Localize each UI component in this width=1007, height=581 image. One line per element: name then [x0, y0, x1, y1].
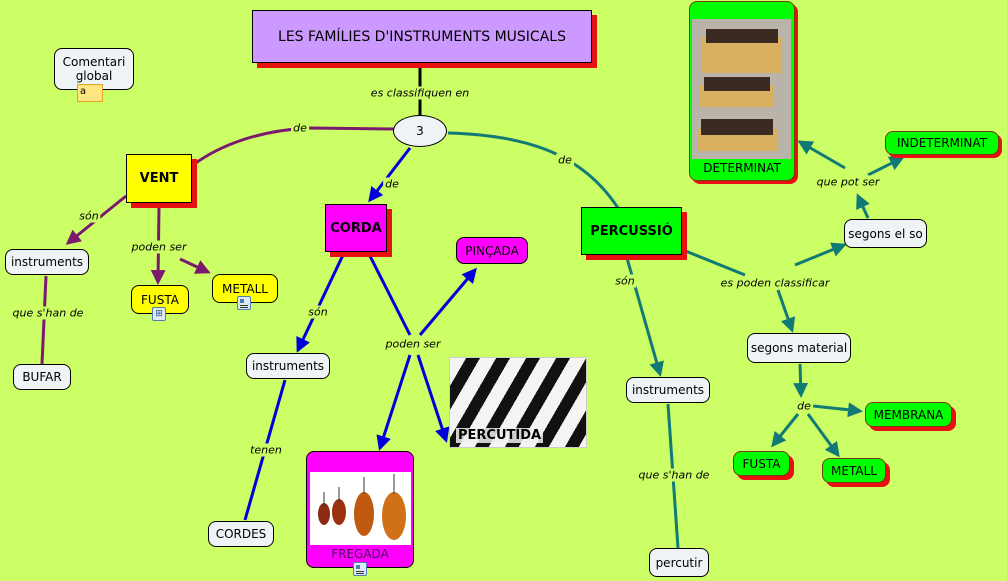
- link-label-corda-poden: poden ser: [383, 337, 443, 351]
- concept-pincada[interactable]: PINÇADA: [456, 237, 528, 264]
- concept-label: segons material: [750, 341, 848, 355]
- link-label-perc-son: són: [613, 274, 637, 288]
- concept-perc-instruments[interactable]: instruments: [626, 377, 710, 403]
- concept-percussio-label: PERCUSSIÓ: [590, 223, 673, 239]
- concept-label: BUFAR: [22, 370, 62, 384]
- link-corda-instruments: [296, 254, 345, 353]
- link-classificar-material: [776, 289, 796, 333]
- hub-label: 3: [416, 124, 424, 138]
- concept-corda-label: CORDA: [330, 220, 382, 236]
- link-perc-classificar: [682, 248, 746, 277]
- link-label-perc-quepot: que pot ser: [814, 175, 882, 189]
- link-label-corda-tenen: tenen: [248, 443, 284, 457]
- concept-map-icon[interactable]: ⊞: [152, 307, 166, 321]
- document-icon[interactable]: [353, 562, 367, 576]
- concept-perc-fusta[interactable]: FUSTA: [733, 451, 790, 476]
- map-title[interactable]: LES FAMÍLIES D'INSTRUMENTS MUSICALS: [252, 10, 592, 63]
- string-instruments-image: [310, 472, 411, 545]
- map-title-text: LES FAMÍLIES D'INSTRUMENTS MUSICALS: [278, 28, 566, 45]
- link-soso-quepot: [856, 193, 870, 219]
- concept-membrana[interactable]: MEMBRANA: [865, 402, 952, 427]
- link-de-membrana: [812, 402, 863, 418]
- concept-corda[interactable]: CORDA: [325, 204, 387, 252]
- link-corda-poden: [368, 255, 412, 336]
- link-de-fusta: [771, 413, 800, 448]
- document-icon[interactable]: [237, 296, 251, 310]
- concept-percussio[interactable]: PERCUSSIÓ: [581, 207, 682, 255]
- note-icon-letter: a: [80, 86, 87, 97]
- concept-perc-metall[interactable]: METALL: [822, 458, 886, 483]
- concept-cordes[interactable]: CORDES: [208, 521, 274, 547]
- violin-family-icons: [318, 474, 406, 540]
- concept-fregada-label: FREGADA: [331, 547, 389, 561]
- link-label-vent-son: són: [77, 209, 101, 223]
- concept-percutida-label: PERCUTIDA: [456, 428, 544, 443]
- concept-label: percutir: [655, 555, 703, 570]
- hub-node[interactable]: 3: [393, 115, 447, 147]
- comment-label: Comentari global: [62, 55, 126, 83]
- concept-bufar[interactable]: BUFAR: [13, 364, 71, 390]
- link-poden-pincada: [418, 267, 477, 336]
- concept-label: FUSTA: [742, 456, 781, 471]
- concept-label: MEMBRANA: [873, 407, 944, 422]
- link-vent-metall: [179, 257, 211, 274]
- link-quepot-determinat: [797, 140, 846, 170]
- concept-label: METALL: [222, 281, 268, 296]
- link-hub-corda: [368, 147, 412, 203]
- concept-label: PINÇADA: [465, 243, 519, 258]
- link-poden-percutida: [416, 354, 450, 443]
- concept-label: segons el so: [848, 226, 923, 241]
- concept-vent-metall[interactable]: METALL: [212, 274, 278, 303]
- concept-label: FUSTA: [141, 292, 179, 307]
- piano-keys-image[interactable]: PERCUTIDA: [449, 357, 587, 448]
- link-label-es-classifiquen: es classifiquen en: [368, 86, 472, 100]
- link-label-vent-shan: que s'han de: [10, 306, 86, 320]
- link-label-corda-son: són: [306, 305, 330, 319]
- link-label-de-vent: de: [291, 121, 309, 135]
- concept-label: instruments: [631, 383, 705, 397]
- concept-label: instruments: [10, 255, 84, 269]
- concept-segons-material[interactable]: segons material: [747, 333, 851, 363]
- concept-vent[interactable]: VENT: [126, 154, 192, 203]
- concept-vent-instruments[interactable]: instruments: [5, 249, 89, 275]
- concept-determinat-label: DETERMINAT: [703, 161, 781, 175]
- xylophones-image: [692, 19, 791, 159]
- link-instr-bufar: [40, 275, 48, 365]
- link-hub-percussio: [447, 131, 620, 209]
- link-quepot-indeterminat: [867, 156, 905, 177]
- concept-percutir[interactable]: percutir: [649, 548, 709, 577]
- concept-label: METALL: [831, 463, 877, 478]
- concept-indeterminat[interactable]: INDETERMINAT: [885, 131, 999, 155]
- concept-corda-instruments[interactable]: instruments: [246, 353, 330, 379]
- link-classificar-soso: [794, 242, 847, 267]
- link-label-de-corda: de: [383, 177, 401, 191]
- link-poden-fregada: [376, 354, 412, 451]
- concept-label: CORDES: [215, 527, 267, 541]
- link-label-perc-classificar: es poden classificar: [718, 276, 832, 290]
- comment-node[interactable]: Comentari global: [54, 48, 134, 90]
- link-label-vent-poden: poden ser: [129, 240, 189, 254]
- link-label-de-percussio: de: [556, 153, 574, 167]
- link-material-de: [793, 363, 809, 398]
- link-de-metall: [806, 413, 840, 458]
- concept-label: INDETERMINAT: [896, 136, 988, 150]
- xylophone-icons: [697, 29, 782, 151]
- note-icon[interactable]: a: [77, 84, 103, 102]
- concept-segons-el-so[interactable]: segons el so: [844, 219, 927, 248]
- concept-vent-label: VENT: [139, 171, 179, 186]
- link-label-perc-shan: que s'han de: [636, 468, 712, 482]
- link-label-perc-de: de: [795, 399, 813, 413]
- concept-label: instruments: [251, 359, 325, 373]
